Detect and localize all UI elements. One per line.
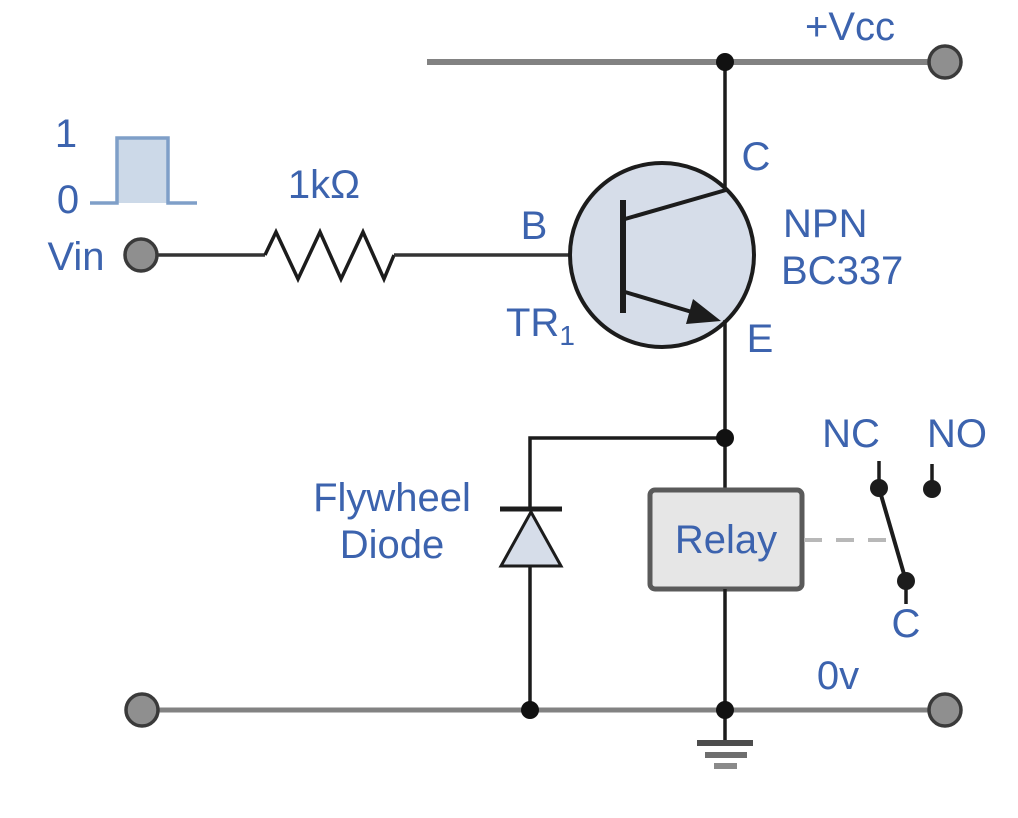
transistor-designator: TR1 (506, 303, 575, 350)
flywheel-diode-label-line2: Diode (339, 523, 445, 567)
transistor-body (568, 161, 756, 349)
no-contact-dot (923, 480, 941, 498)
vcc-label: +Vcc (804, 5, 896, 49)
transistor-type-label: NPN (783, 202, 868, 246)
emitter-junction-dot (716, 429, 734, 447)
collector-label: C (741, 135, 771, 179)
emitter-arrowhead-icon (686, 299, 721, 324)
ground-left-terminal (124, 692, 160, 728)
zero-volt-label: 0v (816, 654, 860, 698)
relay-box-label: Relay (674, 517, 778, 562)
relay-rail-junction-dot (716, 701, 734, 719)
ground-icon (697, 740, 753, 769)
logic-low-label: 0 (56, 178, 80, 222)
pulse-waveform-icon (90, 136, 197, 205)
resistor-value-label: 1kΩ (287, 163, 361, 207)
vcc-junction-dot (716, 53, 734, 71)
vin-label: Vin (47, 235, 105, 279)
logic-high-label: 1 (54, 112, 78, 156)
common-contact-label: C (891, 602, 921, 646)
vin-terminal (123, 237, 159, 273)
ground-right-terminal (927, 692, 963, 728)
vcc-terminal (927, 44, 963, 80)
diode-rail-junction-dot (521, 701, 539, 719)
pulse-fill (117, 139, 168, 203)
collector-lead (624, 188, 727, 221)
flywheel-diode-label-line1: Flywheel (313, 476, 471, 520)
emitter-label: E (746, 317, 774, 361)
diode-triangle (498, 508, 564, 568)
diode-branch-wire (528, 436, 725, 509)
transistor-part-label: BC337 (781, 249, 904, 293)
emitter-lead (624, 290, 703, 317)
base-label: B (520, 204, 548, 248)
pulse-outline (90, 136, 197, 205)
nc-contact-label: NC (822, 412, 880, 456)
resistor-zigzag (263, 227, 396, 284)
transistor-designator-text: TR (506, 301, 560, 345)
switch-arm (877, 487, 908, 582)
no-contact-label: NO (927, 412, 987, 456)
transistor-designator-subscript: 1 (559, 320, 575, 351)
flywheel-diode-label: Flywheel Diode (313, 475, 471, 569)
